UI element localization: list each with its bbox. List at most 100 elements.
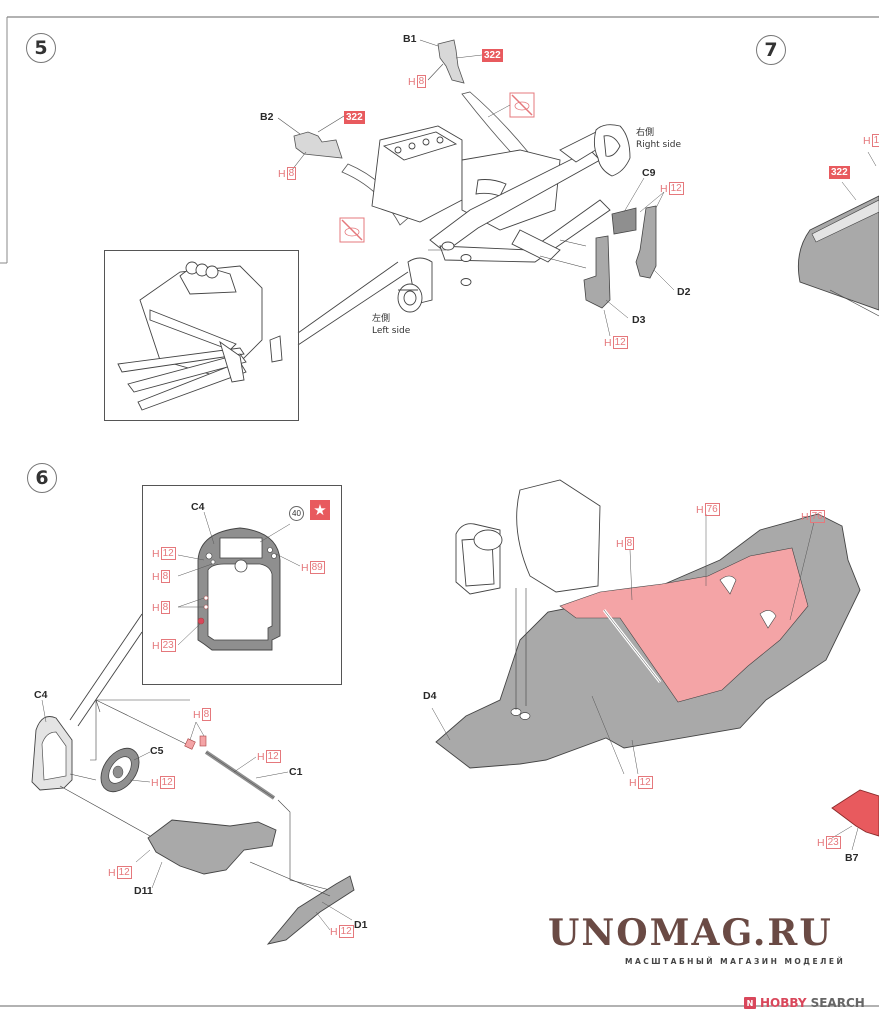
part-c1-steering-column	[184, 735, 276, 800]
step5-detail-inset	[104, 250, 299, 421]
paint-prefix: H	[629, 776, 637, 789]
inset-suspension-drawing	[117, 261, 283, 411]
step-7-badge: 7	[756, 35, 786, 65]
brand-search: SEARCH	[810, 996, 865, 1010]
part-label-c5: C5	[150, 745, 164, 757]
paint-prefix: H	[152, 570, 160, 583]
step7-sidepod-part	[797, 195, 879, 311]
paint-code: 8	[416, 75, 427, 88]
decal-number-badge: 40	[289, 506, 304, 521]
paint-code: 8	[286, 167, 297, 180]
paint-prefix: H	[863, 134, 871, 147]
paint-prefix: H	[152, 639, 160, 652]
paint-code: 8	[624, 537, 635, 550]
paint-code: 12	[159, 776, 175, 789]
hobby-search-logo: N HOBBY SEARCH	[744, 996, 865, 1010]
part-label-d1: D1	[354, 919, 368, 931]
paint-code: 8	[160, 570, 171, 583]
left-side-jp-label: 左側	[372, 314, 391, 324]
paint-prefix: H	[193, 708, 201, 721]
left-side-brake	[397, 257, 433, 313]
paint-prefix: H	[604, 336, 612, 349]
right-side-upright	[593, 124, 631, 177]
paint-prefix: H	[817, 836, 825, 849]
part-label-b7: B7	[845, 852, 859, 864]
paint-prefix: H	[257, 750, 265, 763]
paint-code: 12	[265, 750, 281, 763]
paint-prefix: H	[152, 547, 160, 560]
part-label-c4: C4	[34, 689, 48, 701]
part-c4-shape	[31, 716, 73, 791]
watermark-title: UNOMAG.RU	[548, 912, 833, 954]
paint-code: 12	[871, 134, 879, 147]
paint-prefix: H	[660, 182, 668, 195]
part-d1-shape	[266, 875, 355, 945]
paint-code: 12	[160, 547, 176, 560]
part-b7-shape	[831, 789, 879, 837]
part-label-d3: D3	[632, 314, 646, 326]
no-glue-icon	[509, 92, 535, 118]
left-side-label: Left side	[372, 326, 411, 336]
part-label-b2: B2	[260, 111, 274, 123]
part-label-c1: C1	[289, 766, 303, 778]
part-label-d2: D2	[677, 286, 691, 298]
right-side-jp-label: 右側	[636, 128, 655, 138]
brand-hobby: HOBBY	[760, 996, 807, 1010]
paint-prefix: H	[151, 776, 159, 789]
paint-code: 23	[825, 836, 841, 849]
paint-prefix: H	[108, 866, 116, 879]
star-icon: ★	[310, 500, 330, 520]
hobby-search-icon: N	[744, 997, 756, 1009]
part-b2-shape	[293, 131, 343, 159]
paint-code: 89	[309, 561, 325, 574]
paint-label-step7-top: H12	[863, 134, 879, 147]
paint-code: 12	[338, 925, 354, 938]
paint-code-322: 322	[482, 49, 503, 62]
step6-detail-inset	[142, 485, 342, 685]
step-6-badge: 6	[27, 463, 57, 493]
step-5-badge: 5	[26, 33, 56, 63]
no-glue-icon	[339, 217, 365, 243]
paint-code: 76	[704, 503, 720, 516]
paint-prefix: H	[330, 925, 338, 938]
watermark-subtitle: МАСШТАБНЫЙ МАГАЗИН МОДЕЛЕЙ	[625, 957, 846, 966]
part-label-d11: D11	[134, 885, 153, 897]
part-c9-shape	[611, 207, 637, 235]
paint-code: 76	[809, 510, 825, 523]
inset-part-label-c4: C4	[191, 501, 205, 513]
part-label-b1: B1	[403, 33, 417, 45]
paint-code-322: 322	[829, 166, 850, 179]
paint-prefix: H	[616, 537, 624, 550]
part-label-c9: C9	[642, 167, 656, 179]
paint-prefix: H	[696, 503, 704, 516]
paint-prefix: H	[408, 75, 416, 88]
part-d11-shape	[147, 819, 277, 875]
paint-prefix: H	[278, 167, 286, 180]
paint-prefix: H	[152, 601, 160, 614]
part-d4-floor	[435, 513, 861, 769]
inset-c4-dash-panel	[197, 527, 281, 651]
paint-code: 12	[612, 336, 628, 349]
part-b1-shape	[437, 39, 465, 84]
right-side-label: Right side	[636, 140, 681, 150]
paint-code: 8	[201, 708, 212, 721]
